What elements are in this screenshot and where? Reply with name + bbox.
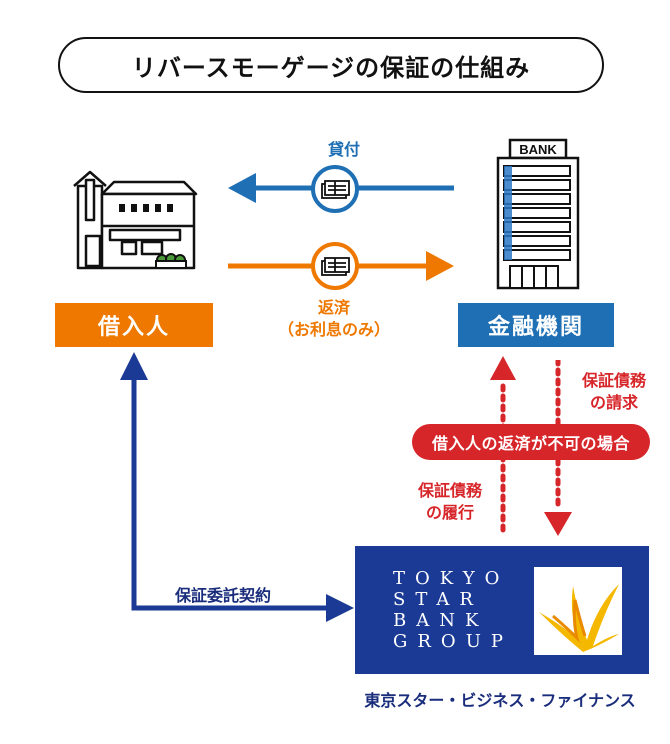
logo-line-4: GROUP	[393, 631, 513, 652]
claim-label-line1: 保証債務	[581, 371, 646, 390]
institution-box: 金融機関	[458, 303, 614, 347]
money-bundle-icon	[311, 242, 359, 290]
default-condition-badge: 借入人の返済が不可の場合	[412, 424, 650, 460]
logo-line-3: BANK	[393, 610, 489, 631]
contract-arrow	[120, 352, 354, 622]
logo-text: TOKYO STAR BANK GROUP	[393, 568, 513, 652]
logo-emblem-icon	[534, 567, 622, 655]
money-bundle-icon	[311, 165, 359, 213]
loan-label: 貸付	[327, 140, 360, 159]
logo-panel: TOKYO STAR BANK GROUP	[355, 546, 649, 674]
logo-line-1: TOKYO	[393, 568, 510, 589]
bank-building-icon: BANK	[496, 138, 580, 290]
repay-label-line1: 返済	[317, 298, 350, 317]
logo-line-2: STAR	[393, 589, 483, 610]
page-title: リバースモーゲージの保証の仕組み	[58, 37, 604, 93]
contract-label: 保証委託契約	[175, 586, 272, 605]
perform-label-line2: の履行	[425, 503, 474, 522]
repay-label: 返済 （お利息のみ）	[264, 297, 404, 341]
bank-sign: BANK	[519, 142, 557, 157]
borrower-box: 借入人	[55, 303, 213, 347]
claim-label: 保証債務 の請求	[566, 370, 662, 414]
guarantee-perform-arrow	[490, 356, 516, 536]
perform-label-line1: 保証債務	[417, 481, 482, 500]
company-caption: 東京スター・ビジネス・ファイナンス	[364, 691, 636, 710]
repay-label-line2: （お利息のみ）	[277, 320, 390, 339]
house-icon	[73, 170, 198, 270]
perform-label: 保証債務 の履行	[408, 480, 492, 524]
claim-label-line2: の請求	[589, 393, 638, 412]
